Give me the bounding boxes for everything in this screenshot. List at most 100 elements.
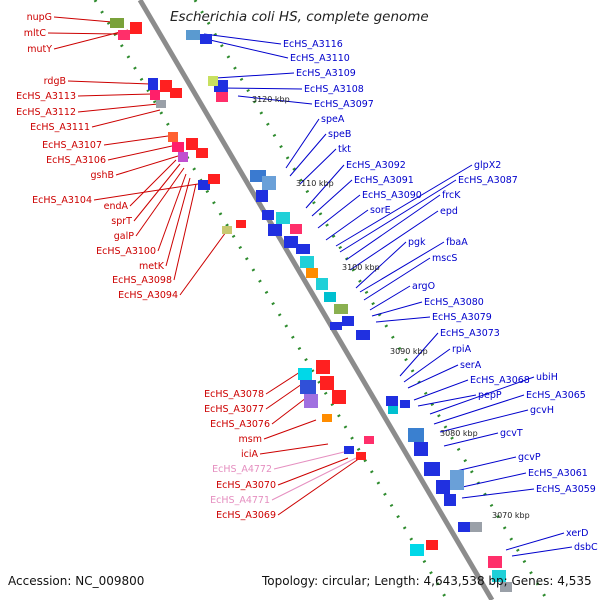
gene-feature-block [160, 80, 172, 92]
gene-label-argo: argO [412, 281, 435, 292]
gene-label-fbaa: fbaA [446, 237, 468, 248]
gene-label-echs_a3079: EcHS_A3079 [432, 312, 492, 323]
leader-line [77, 103, 159, 113]
leader-line [157, 173, 187, 252]
leader-line [271, 397, 307, 425]
gene-label-echs_a3097: EcHS_A3097 [314, 99, 374, 110]
leader-line [461, 488, 535, 499]
gene-feature-block [458, 522, 470, 532]
gene-feature-block [268, 224, 282, 236]
gene-feature-block [118, 30, 130, 40]
leader-line [325, 209, 369, 241]
gene-label-icia: iciA [241, 449, 259, 460]
leader-line [417, 394, 477, 407]
leader-line [359, 241, 445, 293]
gene-feature-block [356, 330, 370, 340]
gene-label-echs_a3112: EcHS_A3112 [16, 107, 76, 118]
leader-line [369, 285, 411, 311]
gene-feature-block [156, 100, 166, 108]
gene-feature-block [304, 394, 318, 408]
gene-feature-block [256, 190, 268, 202]
leader-line [335, 164, 473, 247]
gene-feature-block [424, 462, 440, 476]
scale-label: 3080 kbp [440, 429, 478, 438]
gene-label-spea: speA [321, 114, 345, 125]
gene-label-echs_a3109: EcHS_A3109 [296, 68, 356, 79]
leader-line [443, 432, 499, 447]
leader-line [53, 29, 129, 50]
gene-label-echs_a3065: EcHS_A3065 [526, 390, 586, 401]
gene-feature-block [400, 400, 410, 408]
gene-feature-block [330, 322, 342, 330]
gene-label-ubih: ubiH [536, 372, 558, 383]
gene-feature-block [408, 428, 424, 442]
leader-line [407, 364, 459, 389]
scale-label: 3070 kbp [492, 511, 530, 520]
gene-label-gcvh: gcvH [530, 405, 554, 416]
leader-line [271, 457, 357, 501]
gene-label-frck: frcK [442, 190, 461, 201]
gene-feature-block [130, 22, 142, 34]
leader-line [215, 72, 295, 79]
gene-feature-block [296, 244, 310, 254]
gene-label-epd: epd [440, 206, 458, 217]
gene-label-sprt: sprT [111, 216, 132, 227]
leader-line [339, 179, 457, 253]
gene-feature-block [414, 442, 428, 456]
gene-label-echs_a3098: EcHS_A3098 [112, 275, 172, 286]
gene-feature-block [364, 436, 374, 444]
gene-feature-block [332, 390, 346, 404]
gene-feature-block [450, 470, 464, 490]
gene-label-pgk: pgk [408, 237, 426, 248]
gene-feature-block [208, 76, 218, 86]
leader-line [439, 409, 529, 433]
gene-label-echs_a3106: EcHS_A3106 [46, 155, 106, 166]
gene-label-echs_a3092: EcHS_A3092 [346, 160, 406, 171]
leader-line [289, 133, 327, 177]
map-title: Escherichia coli HS, complete genome [170, 9, 429, 25]
leader-line [277, 457, 349, 486]
gene-label-speb: speB [328, 129, 351, 140]
gene-label-xerd: xerD [566, 528, 588, 539]
gene-label-echs_a4771: EcHS_A4771 [210, 495, 270, 506]
gene-label-echs_a3077: EcHS_A3077 [204, 404, 264, 415]
leader-line [305, 164, 345, 209]
leader-line [91, 109, 161, 128]
gene-feature-block [320, 376, 334, 390]
leader-line [363, 257, 431, 301]
gene-label-mltc: mltC [24, 28, 47, 39]
gene-label-sera: serA [460, 360, 482, 371]
gene-feature-block [316, 278, 328, 290]
gene-label-rdgb: rdgB [44, 76, 66, 87]
leader-line [47, 32, 119, 35]
gene-label-echs_a3078: EcHS_A3078 [204, 389, 264, 400]
scale-label: 3090 kbp [390, 347, 428, 356]
accession-text: Accession: NC_009800 [8, 574, 145, 588]
gene-label-echs_a3073: EcHS_A3073 [440, 328, 500, 339]
gene-feature-block [300, 256, 314, 268]
leader-line [179, 231, 227, 296]
gene-feature-block [110, 18, 124, 28]
gene-label-msm: msm [239, 434, 262, 445]
gene-feature-block [284, 236, 298, 248]
gene-feature-block [216, 92, 228, 102]
gene-feature-block [334, 304, 348, 314]
gene-label-tkt: tkt [338, 144, 351, 155]
gene-label-muty: mutY [27, 44, 52, 55]
scale-label: 3110 kbp [296, 179, 334, 188]
leader-line [263, 419, 317, 440]
leader-line [133, 163, 181, 222]
gene-label-glpx2: glpX2 [474, 160, 501, 171]
gene-label-echs_a3100: EcHS_A3100 [96, 246, 156, 257]
scale-label: 3120 kbp [252, 95, 290, 104]
gene-feature-block [500, 582, 512, 592]
gene-feature-block [300, 380, 316, 394]
gene-label-echs_a3111: EcHS_A3111 [30, 122, 90, 133]
gene-feature-block [298, 368, 312, 380]
leader-line [77, 93, 153, 97]
leader-line [371, 301, 423, 317]
gene-label-echs_a3090: EcHS_A3090 [362, 190, 422, 201]
leader-line [349, 210, 439, 271]
gene-feature-block [200, 34, 212, 44]
